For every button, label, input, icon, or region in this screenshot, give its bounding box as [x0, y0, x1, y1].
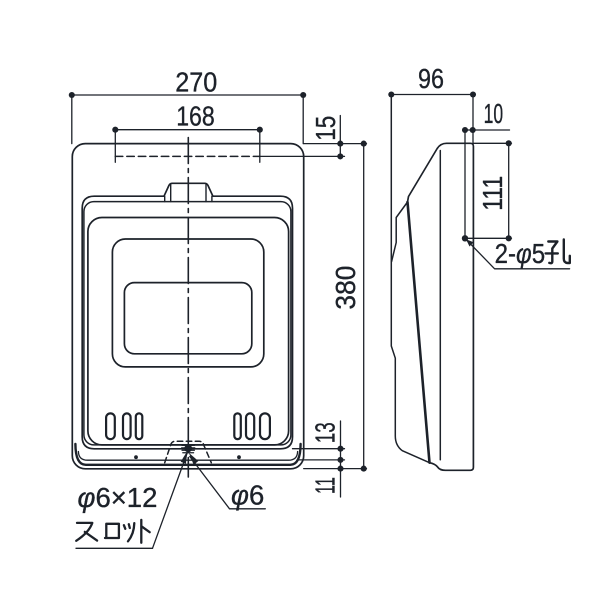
svg-text:270: 270 [175, 66, 217, 97]
svg-text:2-φ5: 2-φ5 [495, 238, 545, 269]
svg-text:168: 168 [176, 101, 215, 132]
svg-text:111: 111 [477, 176, 508, 211]
svg-text:10: 10 [484, 98, 504, 129]
svg-text:380: 380 [330, 266, 361, 310]
svg-text:φ6×12: φ6×12 [78, 482, 158, 513]
svg-text:11: 11 [310, 477, 341, 494]
svg-text:96: 96 [418, 63, 444, 94]
svg-text:15: 15 [310, 116, 341, 141]
svg-text:φ6: φ6 [231, 480, 264, 511]
svg-text:13: 13 [310, 422, 341, 443]
